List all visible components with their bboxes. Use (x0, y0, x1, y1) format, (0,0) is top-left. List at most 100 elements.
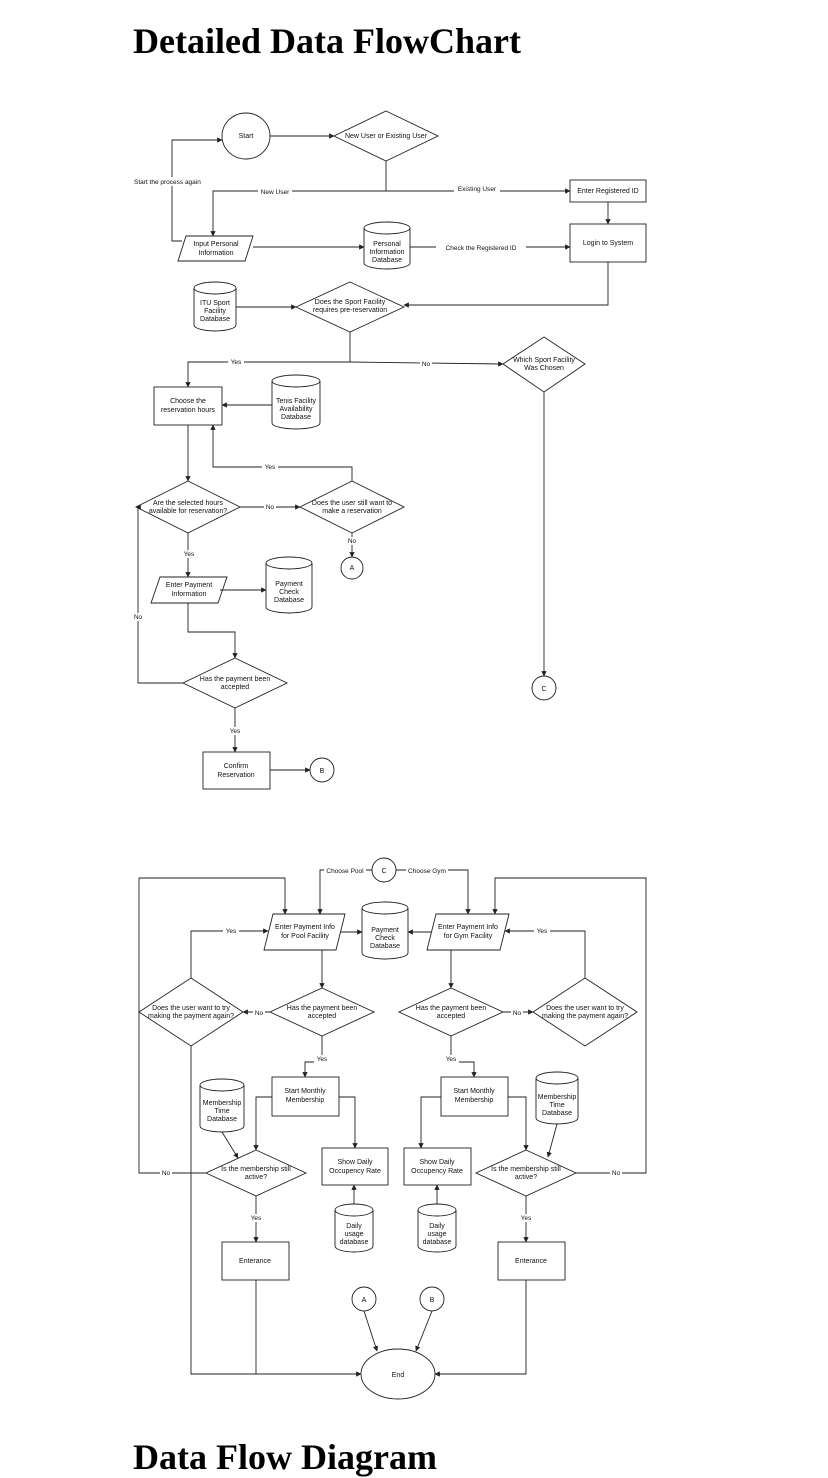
pool-payment-accepted-decision (268, 987, 376, 1037)
payment-accepted-label-2: accepted (221, 684, 250, 691)
gym-show-occupancy-box (403, 1147, 472, 1186)
still-want-decision (298, 480, 406, 534)
gym-try-again-label-2: making the payment again? (542, 1013, 628, 1020)
connector-b-top-label: B (320, 768, 325, 775)
pool-daily-usage-database-icon (334, 1203, 374, 1253)
personal-db-label-1: Personal (373, 241, 401, 248)
personal-info-database-icon (363, 221, 411, 270)
gym-show-occupancy-label-1: Show Daily (419, 1159, 455, 1166)
gym-membership-active-decision (474, 1149, 578, 1197)
pool-entrance-box (221, 1241, 290, 1281)
edge-label-existing-user: Existing User (458, 186, 497, 193)
gym-daily-db-label-2: usage (427, 1231, 446, 1238)
edge-label-no-pool-membership: No (162, 1170, 171, 1177)
which-facility-label-2: Was Chosen (524, 365, 564, 372)
connector-b-bottom-label: B (430, 1297, 435, 1304)
edge-label-check-id: Check the Registered ID (446, 245, 517, 252)
input-personal-label-1: Input Personal (193, 241, 239, 248)
gym-payment-accepted-label-2: accepted (437, 1013, 466, 1020)
itu-db-label-2: Facility (204, 308, 226, 315)
pool-membership-db-label-3: Database (207, 1116, 237, 1123)
gym-try-again-label-1: Does the user want to try (546, 1005, 624, 1012)
edge-label-yes-pool-payment: Yes (317, 1056, 328, 1063)
edge-label-no-payment: No (134, 614, 143, 621)
which-facility-label-1: Which Sport Facility (513, 357, 575, 364)
pool-membership-active-decision (204, 1149, 308, 1197)
gym-membership-db-label-2: Time (549, 1102, 564, 1109)
itu-db-label-1: ITU Sport (200, 300, 230, 307)
pool-try-again-label-2: making the payment again? (148, 1013, 234, 1020)
edge-label-yes-gym-payment: Yes (446, 1056, 457, 1063)
edge-label-yes-hours: Yes (184, 551, 195, 558)
pool-daily-db-label-3: database (340, 1239, 369, 1246)
edge-label-yes-pool-retry: Yes (226, 928, 237, 935)
edge-label-no-pool-payment: No (255, 1010, 264, 1017)
payment-accepted-decision (181, 657, 289, 709)
pool-membership-active-label-1: Is the membership still (221, 1166, 291, 1173)
edge-label-no-hours: No (266, 504, 275, 511)
edge-label-yes-gym-membership: Yes (521, 1215, 532, 1222)
pool-start-membership-label-2: Membership (286, 1097, 325, 1104)
tenis-availability-database-icon (271, 374, 321, 430)
edge-label-no-gym-payment: No (513, 1010, 522, 1017)
prereservation-label-1: Does the Sport Facility (315, 299, 386, 306)
payment-db-label-1: Payment (275, 581, 303, 588)
input-personal-info-io (177, 235, 254, 262)
pool-show-occupancy-label-2: Occupency Rate (329, 1168, 381, 1175)
gym-try-again-decision (532, 977, 638, 1047)
gym-membership-db-label-1: Membership (538, 1094, 577, 1101)
gym-entrance-label: Enterance (515, 1258, 547, 1265)
confirm-label-1: Confirm (224, 763, 249, 770)
edge-label-yes-prereservation: Yes (231, 359, 242, 366)
edge-label-yes-pool-membership: Yes (251, 1215, 262, 1222)
gym-membership-active-label-1: Is the membership still (491, 1166, 561, 1173)
connector-c-top-label: C (541, 686, 546, 693)
still-want-label-2: make a reservation (322, 508, 382, 515)
tenis-db-label-2: Availability (280, 406, 313, 413)
pool-try-again-label-1: Does the user want to try (152, 1005, 230, 1012)
enter-payment-label-1: Enter Payment (166, 582, 212, 589)
gym-payment-label-1: Enter Payment Info (438, 924, 498, 931)
enter-registered-id-label: Enter Registered ID (577, 188, 638, 195)
choose-hours-box (153, 386, 223, 426)
next-section-heading: Data Flow Diagram (133, 1437, 437, 1477)
pool-entrance-label: Enterance (239, 1258, 271, 1265)
payment-db-label-2: Check (279, 589, 299, 596)
personal-db-label-3: Database (372, 257, 402, 264)
gym-show-occupancy-label-2: Occupency Rate (411, 1168, 463, 1175)
edge-label-choose-pool: Choose Pool (326, 868, 364, 875)
hours-available-label-2: available for reservation? (149, 508, 227, 515)
confirm-reservation-box (202, 751, 271, 790)
payment-db2-label-3: Database (370, 943, 400, 950)
pool-membership-db-label-1: Membership (203, 1100, 242, 1107)
edge-label-no-prereservation: No (422, 361, 431, 368)
pool-payment-accepted-label-1: Has the payment been (287, 1005, 358, 1012)
pool-daily-db-label-1: Daily (346, 1223, 362, 1230)
choose-hours-label-1: Choose the (170, 398, 206, 405)
tenis-db-label-1: Tenis Facility (276, 398, 317, 405)
page-title: Detailed Data FlowChart (133, 21, 521, 61)
edge-label-yes-still-want: Yes (265, 464, 276, 471)
pool-try-again-decision (138, 977, 244, 1047)
enter-payment-io (150, 576, 228, 604)
edge-label-no-still-want: No (348, 538, 357, 545)
end-label: End (392, 1372, 405, 1379)
itu-facility-database-icon (193, 281, 237, 332)
edge-label-yes-payment: Yes (230, 728, 241, 735)
personal-db-label-2: Information (369, 249, 404, 256)
tenis-db-label-3: Database (281, 414, 311, 421)
gym-membership-db-label-3: Database (542, 1110, 572, 1117)
pool-payment-io (263, 913, 346, 951)
start-label: Start (239, 133, 254, 140)
pool-payment-label-2: for Pool Facility (281, 933, 329, 940)
gym-membership-time-database-icon (535, 1071, 579, 1125)
payment-db-label-3: Database (274, 597, 304, 604)
payment-db2-label-2: Check (375, 935, 395, 942)
gym-start-membership-label-1: Start Monthly (453, 1088, 495, 1095)
itu-db-label-3: Database (200, 316, 230, 323)
hours-available-decision (134, 480, 242, 534)
gym-daily-usage-database-icon (417, 1203, 457, 1253)
pool-show-occupancy-label-1: Show Daily (337, 1159, 373, 1166)
still-want-label-1: Does the user still want to (312, 500, 392, 507)
new-or-existing-label: New User or Existing User (345, 133, 428, 140)
